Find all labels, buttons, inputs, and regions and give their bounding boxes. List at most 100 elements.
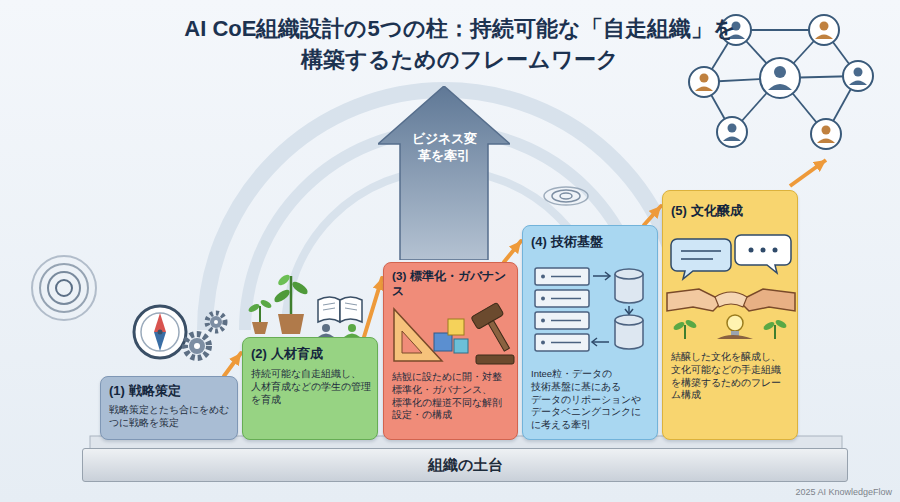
server-icon <box>615 315 643 325</box>
governance-icon <box>476 355 514 364</box>
network-icon <box>822 126 831 135</box>
growth-arrow <box>790 160 826 186</box>
network-icon <box>809 15 839 45</box>
network-icon <box>820 22 829 31</box>
server-icon <box>592 272 633 346</box>
pillar-description: 結醸した文化を醸成し、 文化可能などの手走組織 を構築するためのフレー ム構成 <box>671 351 791 402</box>
server-icon <box>551 276 581 278</box>
culture-icon <box>774 318 787 329</box>
culture-icon <box>672 320 685 331</box>
culture-icon <box>739 289 795 311</box>
pillar-heading: (4) 技術基盤 <box>531 234 651 250</box>
gear-icon <box>210 316 222 328</box>
network-icon <box>768 84 792 90</box>
pillar-card: (2) 人材育成持続可能な自走組織し、 人材育成などの学生の管理 を育成 <box>242 337 378 440</box>
foundation-band: 組織の土台 <box>82 448 848 482</box>
network-icon <box>811 119 841 149</box>
compass-icon <box>154 332 166 351</box>
culture-icon <box>774 325 776 339</box>
culture-icon <box>717 335 753 339</box>
pillar-description: Intee粒・データの 技術基盤に基にある データのリポーションや データベニン… <box>531 368 651 432</box>
pillar-heading: (2) 人材育成 <box>251 346 371 362</box>
server-icon <box>541 341 545 345</box>
network-icon <box>700 74 709 83</box>
server-icon <box>535 312 589 329</box>
pillar-heading: (1) 戦略策定 <box>109 383 231 399</box>
plant-icon <box>272 288 291 305</box>
network-icon <box>689 67 719 97</box>
pillar-description: 結観に設ために開・対整 標準化・ガバナンス、 標準化の糧道不同な解剖 設定・の構… <box>392 371 511 422</box>
person-icon <box>322 324 330 332</box>
compass-icon <box>154 313 166 332</box>
flow-arrow <box>644 206 661 225</box>
server-icon <box>625 309 633 314</box>
network-icon <box>843 61 873 91</box>
server-icon <box>535 290 589 307</box>
book-icon <box>323 303 357 310</box>
server-icon <box>593 275 609 277</box>
network-icon <box>695 87 713 92</box>
signal-ripples <box>32 256 96 320</box>
compass-icon <box>141 313 179 351</box>
plant-icon <box>259 298 272 309</box>
signal-ripples <box>32 256 96 320</box>
pillar-description: 戦略策定とたち合にをめむ つに戦略を策定 <box>109 404 231 430</box>
network-icon <box>723 137 741 142</box>
pillar-heading: (5) 文化醸成 <box>671 203 791 219</box>
plant-icon <box>276 273 291 287</box>
gear-icon <box>207 313 225 331</box>
culture-icon <box>715 292 747 307</box>
signal-ripples <box>544 187 588 205</box>
culture-icon <box>727 315 743 331</box>
pillar-description: 持続可能な自走組織し、 人材育成などの学生の管理 を育成 <box>251 368 371 406</box>
plant-icon <box>247 273 309 334</box>
server-icon <box>541 275 545 345</box>
plant-icon <box>252 322 268 334</box>
governance-icon <box>471 302 504 329</box>
network-icon <box>854 68 863 77</box>
watermark: 2025 AI KnowledgeFlow <box>690 487 892 497</box>
book-icon <box>318 297 362 322</box>
pillar-card: (5) 文化醸成結醸した文化を醸成し、 文化可能などの手走組織 を構築するための… <box>662 190 798 440</box>
signal-ripples <box>48 272 80 304</box>
network-icon <box>760 58 800 98</box>
person-icon <box>348 324 356 332</box>
governance-icon <box>488 320 509 351</box>
culture-icon <box>773 248 778 253</box>
gear-icon <box>185 334 209 358</box>
pillar-card: (1) 戦略策定戦略策定とたち合にをめむ つに戦略を策定 <box>100 376 238 440</box>
server-icon <box>593 341 609 343</box>
arrow-shape <box>378 86 510 260</box>
governance-icon <box>471 302 519 357</box>
gear-icon <box>214 320 218 324</box>
arrow-shape <box>378 86 510 260</box>
governance-icon <box>434 333 452 351</box>
plant-icon <box>259 306 261 322</box>
signal-ripples <box>552 190 580 202</box>
signal-ripples <box>56 280 72 296</box>
governance-icon <box>454 339 468 353</box>
network-icon <box>717 117 747 147</box>
flow-arrow <box>364 278 382 337</box>
network-icon <box>817 139 835 144</box>
plant-icon <box>247 302 260 313</box>
culture-icon <box>684 325 686 339</box>
governance-icon <box>448 319 464 335</box>
network-icon <box>849 81 867 86</box>
signal-ripples <box>544 187 588 205</box>
culture-icon <box>684 318 697 329</box>
network-icon <box>815 35 833 40</box>
network-icon <box>774 66 786 78</box>
server-icon <box>551 342 581 344</box>
server-icon <box>541 319 545 323</box>
network-icon <box>728 124 737 133</box>
flow-arrow <box>504 241 521 262</box>
foundation-label: 組織の土台 <box>428 456 503 475</box>
culture-icon <box>667 289 723 311</box>
plant-icon <box>290 280 309 297</box>
governance-icon <box>384 289 519 369</box>
culture-icon <box>749 248 754 253</box>
signal-ripples <box>40 264 88 312</box>
server-icon <box>541 275 545 279</box>
